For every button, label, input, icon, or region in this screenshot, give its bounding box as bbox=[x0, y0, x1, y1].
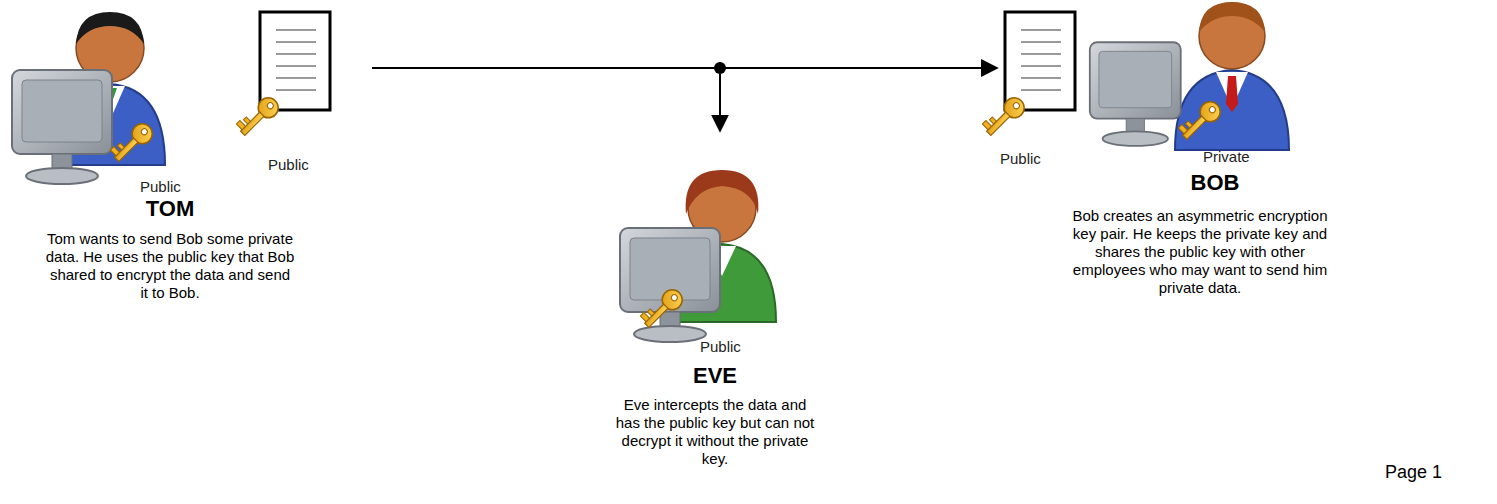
key-label: Public bbox=[140, 178, 181, 196]
key-icon bbox=[1177, 97, 1224, 144]
figure-group: Public bbox=[975, 10, 1085, 175]
figure-group: PublicEVE Eve intercepts the data and has… bbox=[560, 135, 870, 500]
key-label: Public bbox=[700, 338, 741, 356]
key-icon bbox=[109, 119, 156, 166]
key-icon bbox=[639, 285, 686, 332]
junction-dot bbox=[714, 62, 726, 74]
tom-figure bbox=[12, 12, 165, 184]
figure-group: PublicTOMTom wants to send Bob some priv… bbox=[0, 150, 340, 320]
key-label: Private bbox=[1203, 148, 1250, 166]
key-icon bbox=[235, 93, 282, 140]
person-name: EVE bbox=[615, 363, 815, 389]
eve-figure bbox=[620, 170, 776, 342]
page-number: Page 1 bbox=[1385, 462, 1442, 483]
figure-group: PrivateBOB Bob creates an asymmetric encr… bbox=[1045, 10, 1345, 310]
document-icon bbox=[260, 12, 330, 110]
key-icon bbox=[981, 93, 1028, 140]
person-name: BOB bbox=[1165, 170, 1265, 196]
key-label: Public bbox=[1000, 150, 1041, 168]
data-arrow bbox=[372, 68, 720, 131]
bob-figure bbox=[1090, 2, 1289, 150]
document-icon bbox=[1005, 12, 1075, 110]
description-text: Eve intercepts the data and has the publ… bbox=[615, 396, 815, 468]
person-name: TOM bbox=[40, 196, 300, 222]
key-label: Public bbox=[268, 156, 309, 174]
description-text: Tom wants to send Bob some private data.… bbox=[45, 230, 295, 302]
description-text: Bob creates an asymmetric encryption key… bbox=[1060, 207, 1340, 297]
figure-group: Public bbox=[240, 10, 350, 180]
